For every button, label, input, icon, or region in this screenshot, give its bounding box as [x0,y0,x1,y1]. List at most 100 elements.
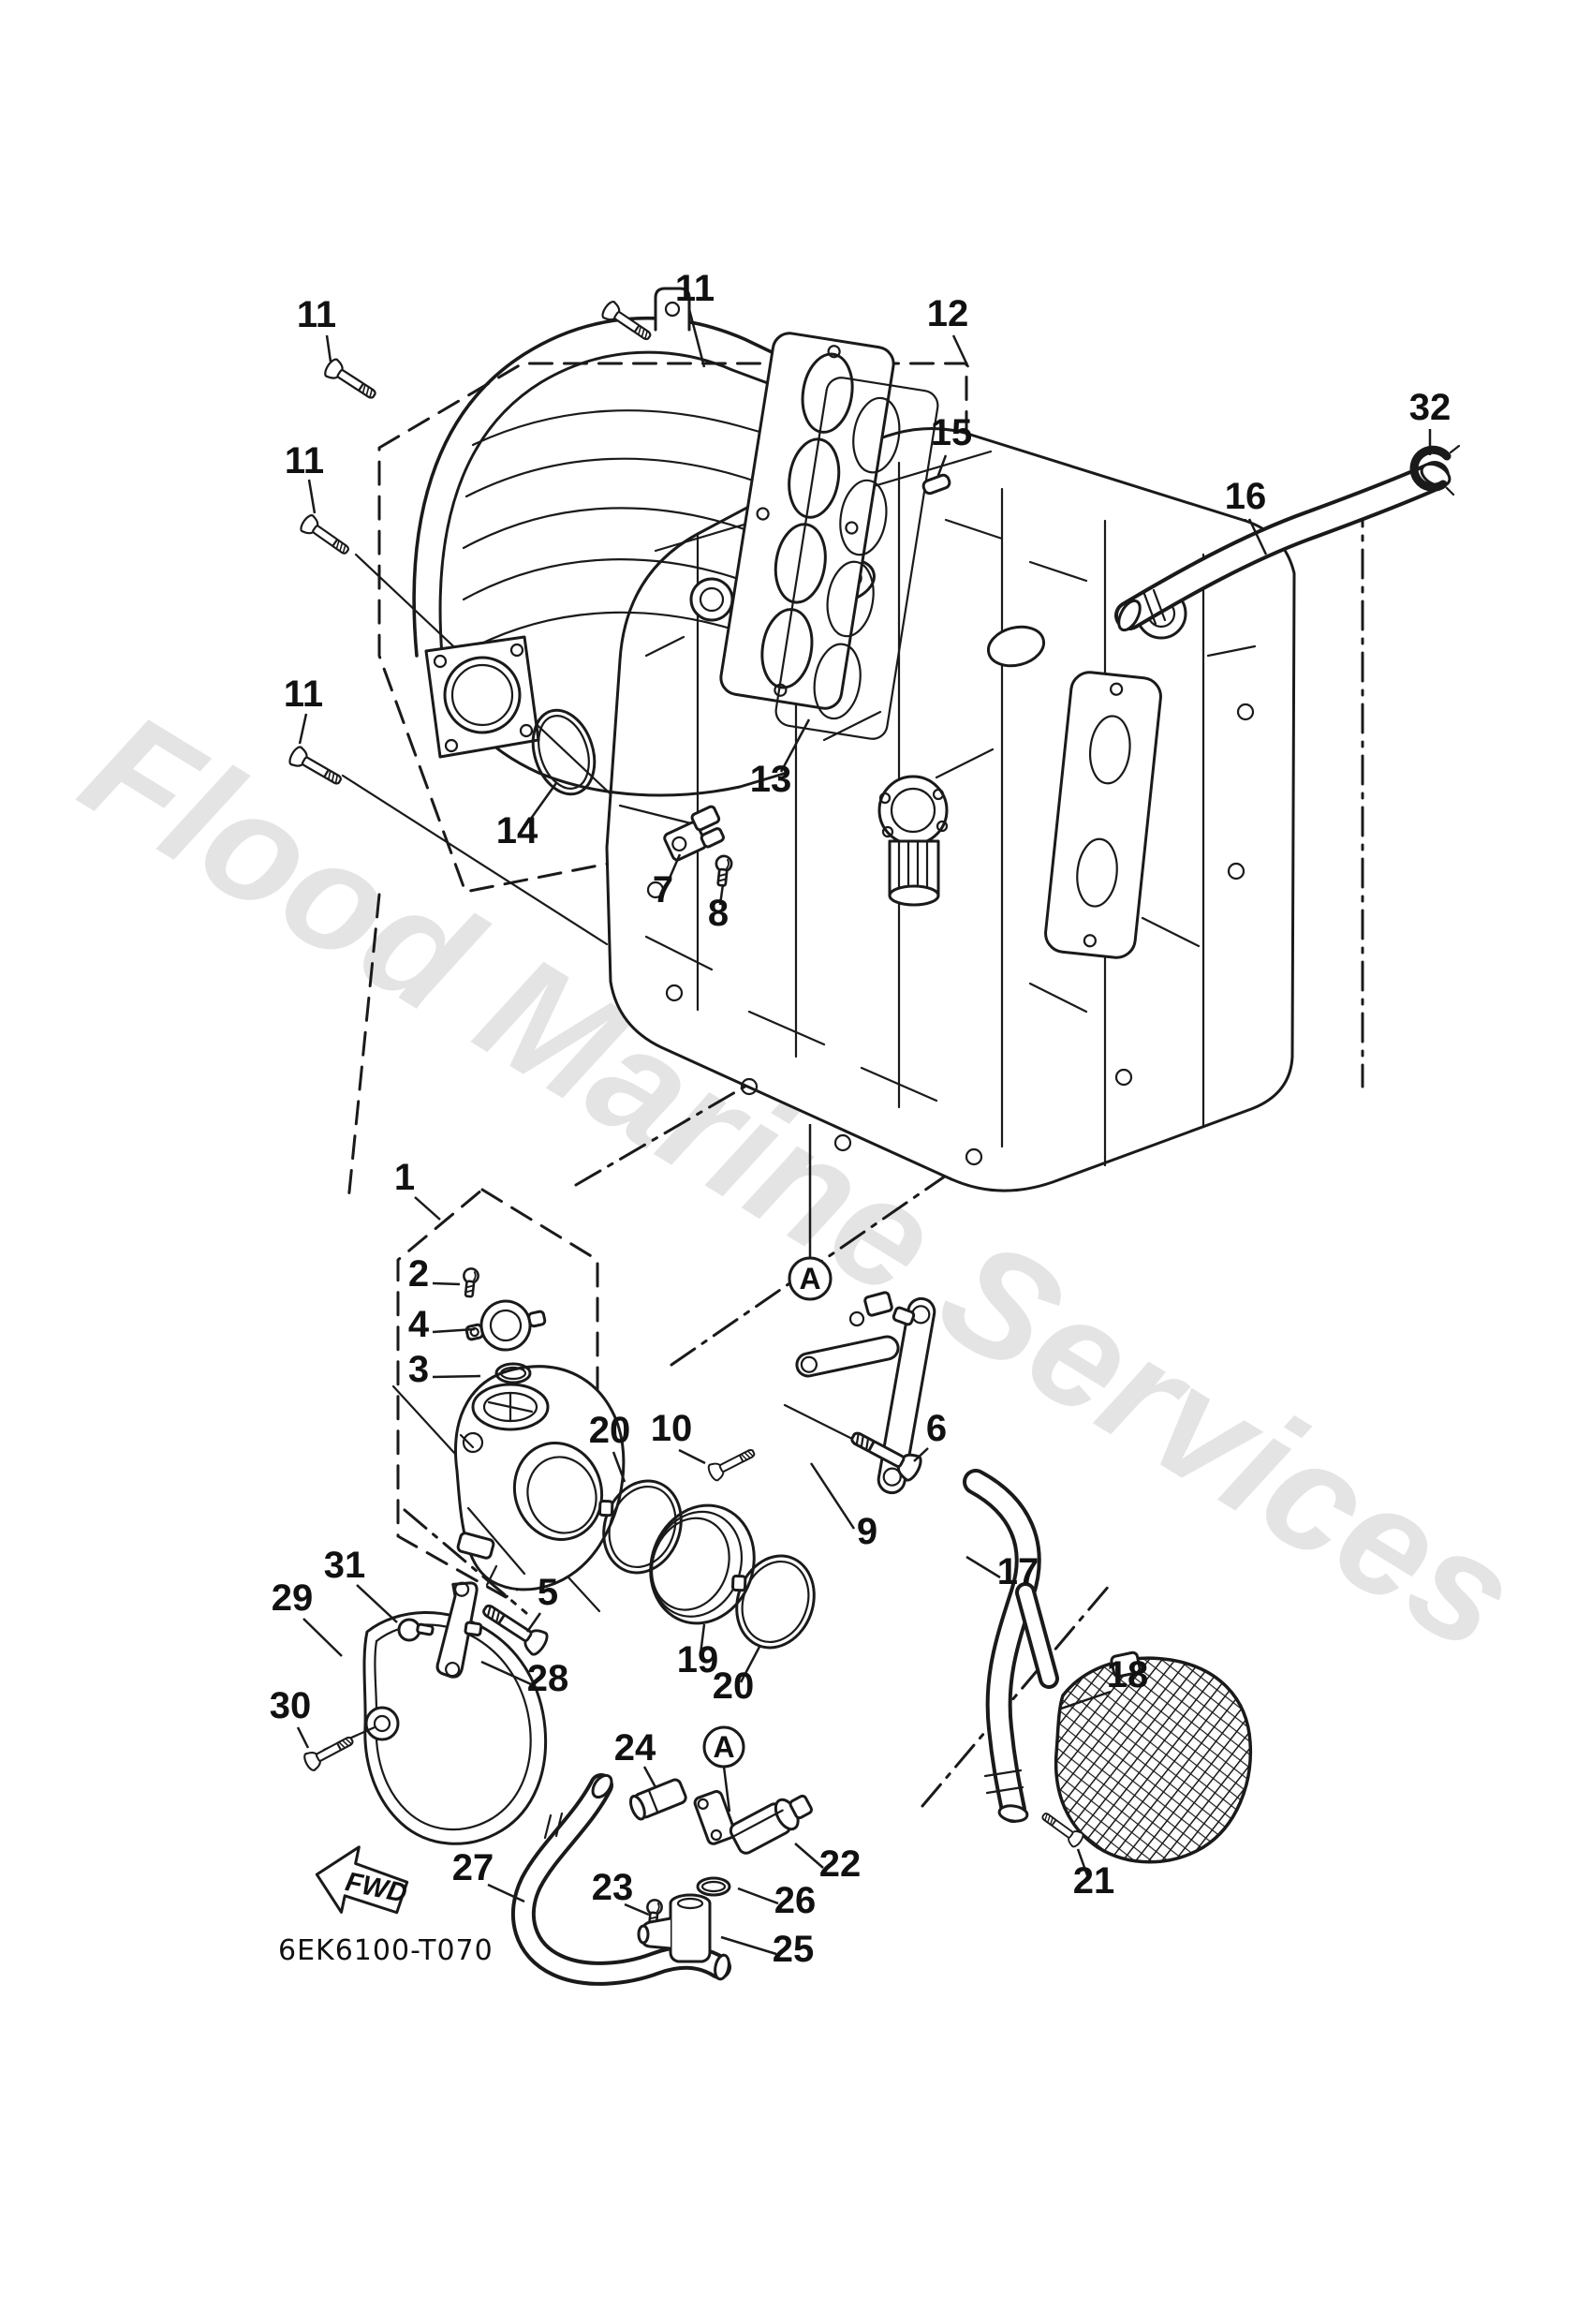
callout-label: 13 [750,759,792,800]
intake-silencer-29 [322,1611,548,1845]
callout-leader-line [307,479,317,514]
rubber-joint-19 [649,1503,756,1625]
callout-label: 20 [713,1665,755,1707]
callout-label: 20 [589,1410,631,1451]
callout-leader-line [356,1584,398,1623]
callout-leader-line [612,1451,626,1483]
o-ring-14 [531,708,597,796]
bolt-30 [301,1730,358,1773]
callout-label: 28 [527,1658,569,1699]
callout-label: 11 [297,294,336,335]
callout-label: 10 [651,1408,693,1449]
detail-marker-label: A [713,1730,734,1764]
callout-label: 15 [931,412,973,453]
callout-leader-line [739,1646,761,1683]
sensor-7 [663,805,725,862]
link-bracket-9 [795,1291,936,1495]
callout-leader-line [718,883,725,906]
callout-leader-line [302,1618,343,1657]
callout-leader-line [296,1726,310,1749]
callout-label: 11 [284,674,323,715]
callout-label: 7 [653,869,673,910]
elbow-joint-25 [637,1893,712,1963]
detail-marker-circle [702,1725,745,1769]
gasket-13 [774,377,939,740]
callout-label: 27 [452,1847,494,1888]
detail-marker-label: A [799,1262,820,1295]
callout-label: 24 [614,1727,656,1769]
callout-leader-line [720,1935,777,1956]
callout-leader-line [951,334,970,368]
callout-label: 18 [1107,1654,1149,1695]
callout-leader-line [699,1623,706,1655]
callout-leader-line [809,1462,856,1530]
callout-leader-line [480,1660,532,1686]
callout-leader-line [432,1374,481,1379]
callout-leader-line [432,1327,476,1334]
callout-leader-line [1076,1848,1089,1876]
callout-leader-line [666,853,682,883]
throttle-body [454,1365,626,1591]
callout-label: 22 [819,1843,862,1885]
o-ring-3 [494,1362,532,1384]
callout-label: 29 [272,1577,314,1619]
callout-label: 11 [285,440,324,481]
ball-stud-31 [397,1618,435,1642]
callout-label: 9 [857,1511,877,1552]
tps-sensor-4 [464,1299,547,1352]
callout-leader-line [624,1902,650,1917]
detail-marker-stem [722,1766,731,1813]
bracket-28 [435,1581,483,1679]
callout-leader-line [687,308,706,368]
callout-label: 5 [538,1572,558,1613]
callout-leader-line [1247,518,1268,555]
callout-leader-line [913,1447,929,1462]
callout-leader-line [298,713,308,745]
callout-label: 14 [496,810,538,851]
callout-leader-line [678,1448,706,1465]
detail-marker-circle [788,1256,833,1301]
callout-label: 3 [408,1349,429,1390]
dowel-pin-15 [921,473,951,496]
vent-hose-27 [511,1773,731,1986]
callout-label: 16 [1225,476,1267,517]
callout-leader-line [779,718,811,773]
diagram-code: 6EK6100-T070 [278,1934,494,1967]
hose-clip-32 [1409,444,1461,496]
intake-manifold [412,287,791,797]
callout-label: 31 [324,1545,366,1586]
callout-leader-line [487,1883,525,1903]
fitting-24 [628,1778,687,1821]
callout-leader-line [525,1612,542,1633]
callout-label: 19 [677,1639,719,1680]
oil-cooler-18 [1015,1582,1253,1864]
bolt-10 [705,1443,759,1483]
callout-leader-line [432,1281,461,1286]
fwd-label: FWD [343,1867,409,1909]
callout-label: 6 [926,1408,947,1449]
screw-2 [460,1266,480,1299]
callout-leader-line [737,1887,779,1905]
breather-valve-22 [693,1790,813,1855]
callout-leader-line [794,1843,824,1869]
fwd-arrow: FWD [315,1845,409,1915]
callout-label: 8 [708,893,729,934]
callout-leader-line [642,1766,657,1788]
callout-leader-line [936,454,948,479]
callout-label: 26 [774,1880,817,1921]
callout-label: 11 [675,268,715,309]
callout-label: 25 [773,1929,815,1970]
o-ring-26 [696,1876,731,1897]
hose-clamp-20b [712,1539,829,1661]
callout-label: 12 [927,293,969,334]
callout-label: 17 [997,1551,1039,1592]
callout-label: 4 [408,1304,430,1345]
callout-leader-line [414,1196,441,1221]
callout-label: 21 [1073,1860,1115,1902]
manifold-flange-plate [719,332,895,710]
callout-label: 2 [408,1253,429,1295]
callout-leader-line [526,782,558,823]
